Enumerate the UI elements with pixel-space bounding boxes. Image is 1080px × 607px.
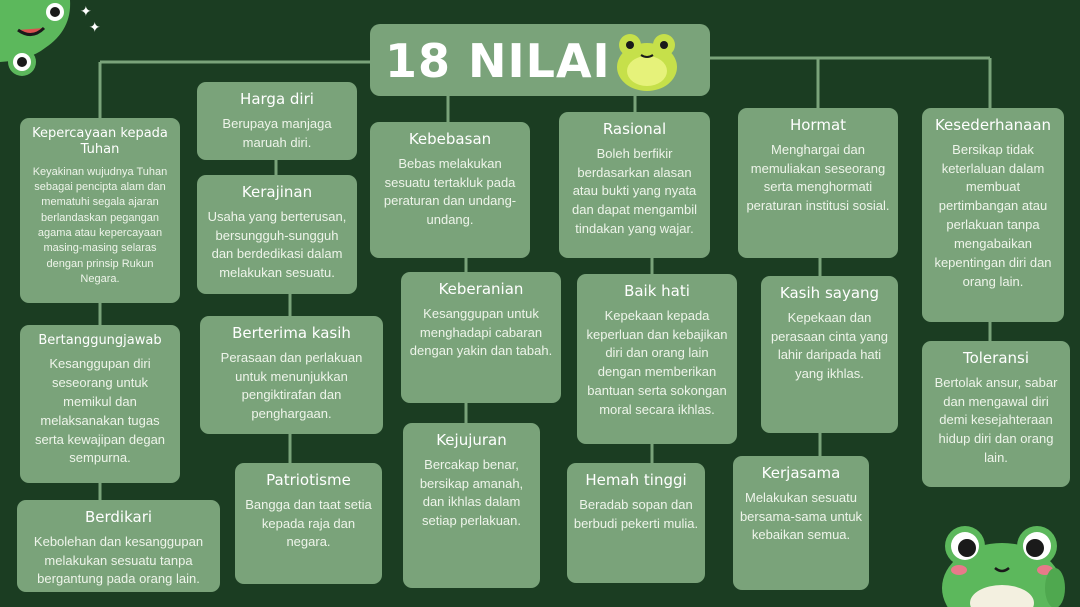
value-title: Kepercayaan kepada Tuhan — [32, 126, 168, 158]
bottom-frog-icon — [937, 518, 1077, 607]
value-title: Keberanian — [438, 280, 524, 298]
value-desc: Keyakinan wujudnya Tuhan sebagai pencipt… — [32, 165, 168, 286]
value-title: Hormat — [789, 116, 847, 134]
title-box: 18 NILAI — [370, 24, 710, 96]
value-title: Hemah tinggi — [585, 471, 687, 489]
value-desc: Kepekaan dan perasaan cinta yang lahir d… — [770, 309, 889, 382]
value-title: Rasional — [602, 120, 667, 138]
value-box-berdikari: Berdikari Kebolehan dan kesanggupan mela… — [17, 500, 220, 592]
value-desc: Bersikap tidak keterlaluan dalam membuat… — [934, 141, 1052, 289]
value-box-keberanian: Keberanian Kesanggupan untuk menghadapi … — [401, 272, 561, 403]
value-title: Baik hati — [624, 282, 690, 300]
value-title: Berdikari — [84, 508, 153, 526]
value-box-patriotisme: Patriotisme Bangga dan taat setia kepada… — [235, 463, 382, 584]
value-box-hemah-tinggi: Hemah tinggi Beradab sopan dan berbudi p… — [567, 463, 705, 583]
value-title: Bertanggungjawab — [38, 333, 162, 348]
value-box-rasional: Rasional Boleh berfikir berdasarkan alas… — [559, 112, 710, 258]
value-desc: Kesanggupan diri seseorang untuk memikul… — [34, 356, 166, 466]
value-desc: Kepekaan kepada keperluan dan kebajikan … — [586, 307, 728, 417]
page-title: 18 NILAI — [385, 34, 611, 88]
value-box-kejujuran: Kejujuran Bercakap benar, bersikap amana… — [403, 423, 540, 588]
value-desc: Perasaan dan perlakuan untuk menunjukkan… — [220, 349, 363, 422]
value-desc: Bertolak ansur, sabar dan mengawal diri … — [934, 374, 1058, 466]
value-box-berterima-kasih: Berterima kasih Perasaan dan perlakuan u… — [200, 316, 383, 434]
value-desc: Usaha yang berterusan, bersungguh-sunggu… — [207, 208, 347, 281]
value-box-kepercayaan: Kepercayaan kepada Tuhan Keyakinan wujud… — [20, 118, 180, 303]
value-title: Kebebasan — [408, 130, 492, 148]
sparkle-icon: ✦ ✦ — [80, 4, 101, 36]
value-box-hormat: Hormat Menghargai dan memuliakan seseora… — [738, 108, 898, 258]
value-title: Harga diri — [240, 90, 314, 108]
value-title: Kerajinan — [241, 183, 313, 201]
value-title: Kerjasama — [761, 464, 841, 482]
value-box-kerjasama: Kerjasama Melakukan sesuatu bersama-sama… — [733, 456, 869, 590]
value-box-kebebasan: Kebebasan Bebas melakukan sesuatu tertak… — [370, 122, 530, 258]
value-desc: Kebolehan dan kesanggupan melakukan sesu… — [33, 533, 204, 587]
value-box-baik-hati: Baik hati Kepekaan kepada keperluan dan … — [577, 274, 737, 444]
value-desc: Menghargai dan memuliakan seseorang sert… — [746, 141, 890, 214]
value-box-kesederhanaan: Kesederhanaan Bersikap tidak keterlaluan… — [922, 108, 1064, 322]
value-title: Patriotisme — [266, 471, 351, 489]
value-desc: Berupaya manjaga maruah diri. — [222, 115, 332, 150]
value-title: Toleransi — [962, 349, 1030, 367]
value-desc: Kesanggupan untuk menghadapi cabaran den… — [409, 305, 553, 359]
value-box-kerajinan: Kerajinan Usaha yang berterusan, bersung… — [197, 175, 357, 294]
value-box-harga-diri: Harga diri Berupaya manjaga maruah diri. — [197, 82, 357, 160]
value-desc: Beradab sopan dan berbudi pekerti mulia. — [573, 496, 699, 531]
value-title: Kejujuran — [436, 431, 507, 449]
value-box-kasih-sayang: Kasih sayang Kepekaan dan perasaan cinta… — [761, 276, 898, 433]
value-desc: Melakukan sesuatu bersama-sama untuk keb… — [739, 489, 863, 543]
value-title: Berterima kasih — [232, 324, 351, 342]
value-desc: Bercakap benar, bersikap amanah, dan ikh… — [419, 456, 524, 529]
value-desc: Bebas melakukan sesuatu tertakluk pada p… — [383, 155, 517, 228]
corner-frog-icon — [0, 0, 80, 84]
value-box-bertanggungjawab: Bertanggungjawab Kesanggupan diri seseor… — [20, 325, 180, 483]
value-desc: Boleh berfikir berdasarkan alasan atau b… — [571, 145, 698, 237]
value-title: Kesederhanaan — [934, 116, 1052, 134]
value-desc: Bangga dan taat setia kepada raja dan ne… — [245, 496, 372, 550]
frog-icon — [606, 27, 688, 97]
value-title: Kasih sayang — [779, 284, 880, 302]
value-box-toleransi: Toleransi Bertolak ansur, sabar dan meng… — [922, 341, 1070, 487]
